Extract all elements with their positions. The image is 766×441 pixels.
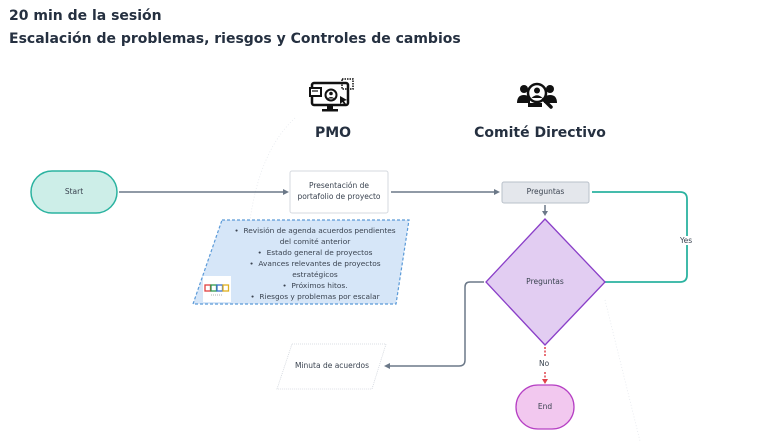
- monitor-user-icon: [309, 78, 354, 112]
- yes-label: Yes: [679, 236, 694, 245]
- agenda-item: Estado general de proyectos: [220, 248, 410, 259]
- minutes-label: Minuta de acuerdos: [294, 360, 370, 370]
- decision-node[interactable]: [485, 218, 606, 346]
- arrowhead: [494, 189, 500, 195]
- agenda-item: Revisión de agenda acuerdos pendientes: [220, 226, 410, 237]
- end-node[interactable]: [515, 384, 575, 430]
- session-topic-title: Escalación de problemas, riesgos y Contr…: [9, 31, 461, 47]
- lane-title-comite-directivo: Comité Directivo: [474, 125, 606, 141]
- agenda-item: Riesgos y problemas por escalar: [220, 292, 410, 303]
- edge-yes-loop: [592, 191, 688, 283]
- agenda-item: estratégicos: [292, 269, 338, 279]
- no-label: No: [538, 359, 551, 368]
- arrowhead: [542, 379, 548, 384]
- questions-box-label: Preguntas: [526, 187, 565, 197]
- arrowhead: [542, 211, 548, 216]
- presentation-node[interactable]: [289, 170, 389, 214]
- logo-icon: [203, 276, 231, 302]
- end-label: End: [537, 401, 553, 411]
- questions-box-node[interactable]: [501, 181, 590, 204]
- lane-guide: [604, 299, 641, 441]
- lane-guide: [249, 117, 296, 221]
- presentation-label: Presentación de portafolio de proyecto: [297, 181, 381, 201]
- arrowhead: [384, 363, 390, 369]
- agenda-item: Avances relevantes de proyectos: [220, 259, 410, 270]
- decision-label: Preguntas: [526, 276, 564, 286]
- arrowhead: [283, 189, 289, 195]
- minutes-node[interactable]: [276, 343, 387, 390]
- agenda-list: Revisión de agenda acuerdos pendientes d…: [220, 226, 410, 303]
- agenda-item: Próximos hitos.: [220, 281, 410, 292]
- start-label: Start: [64, 186, 84, 196]
- agenda-item: del comité anterior: [279, 236, 351, 246]
- session-duration-title: 20 min de la sesión: [9, 8, 162, 24]
- start-node[interactable]: [30, 170, 118, 214]
- edge-decision-minutes: [388, 281, 484, 367]
- lane-title-pmo: PMO: [314, 125, 352, 141]
- people-search-icon: [517, 82, 557, 109]
